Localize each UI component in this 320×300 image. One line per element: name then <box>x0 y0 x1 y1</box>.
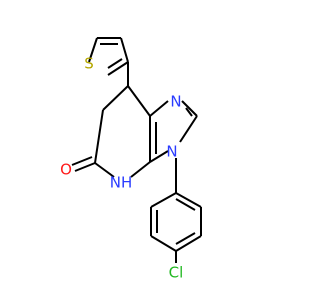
bond-imid-2 <box>181 100 198 117</box>
bond-ring6-2 <box>94 109 104 164</box>
bond-benzene-6 <box>175 192 202 208</box>
bond-ring6-6 <box>127 85 151 117</box>
bond-thiophene-4 <box>107 61 129 76</box>
bond-benzene-4-double <box>175 232 196 245</box>
bond-carbonyl <box>74 162 96 172</box>
bond-imid-4 <box>149 150 169 163</box>
bond-benzene-1 <box>150 192 177 208</box>
sulfur-atom-label: S <box>84 55 94 73</box>
bond-thiophene-4-double <box>107 58 123 69</box>
chlorine-atom-label: Cl <box>169 264 184 282</box>
bond-thiophene-3 <box>120 37 129 63</box>
bond-ring6-4 <box>130 161 151 178</box>
bond-benzene-6-double <box>175 198 196 211</box>
bond-imid-3 <box>179 115 198 143</box>
bond-benzene-3 <box>150 235 177 252</box>
amide-nh-label: NH <box>110 174 133 192</box>
bond-carbonyl-double <box>71 156 93 166</box>
bond-ring6-3 <box>94 162 115 178</box>
bond-ring6-1 <box>102 85 129 111</box>
molecule-structure: S N N NH O Cl <box>60 37 202 282</box>
bonds <box>71 37 202 263</box>
molecule-canvas: S N N NH O Cl <box>60 37 202 282</box>
nitrogen-atom-label-ring: N <box>166 143 177 161</box>
bond-imid-1 <box>149 100 169 117</box>
oxygen-atom-label: O <box>60 161 72 179</box>
bond-imid-2-double <box>185 107 193 117</box>
nitrogen-atom-label-top: N <box>170 93 181 111</box>
bond-benzene-4 <box>175 235 202 252</box>
bond-thiophene-1 <box>88 37 98 63</box>
